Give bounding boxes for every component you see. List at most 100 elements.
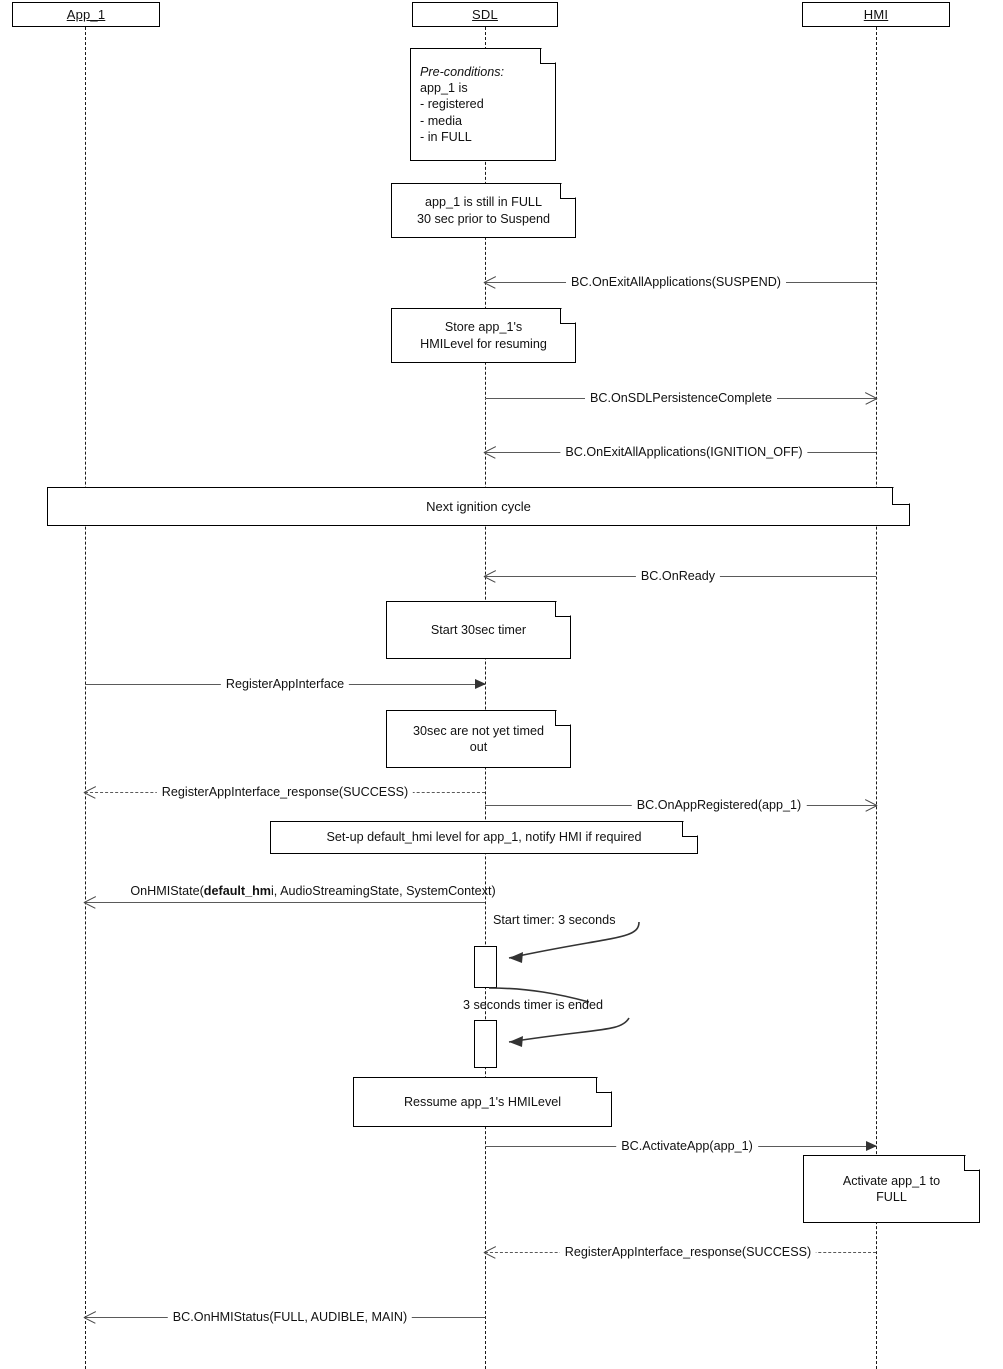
note-body bbox=[391, 183, 576, 238]
note-app1-still-full: app_1 is still in FULL 30 sec prior to S… bbox=[391, 183, 576, 238]
message-label: RegisterAppInterface_response(SUCCESS) bbox=[156, 785, 414, 799]
note-start-30sec-timer: Start 30sec timer bbox=[386, 601, 571, 659]
message-label: OnHMIState(default_hmi, AudioStreamingSt… bbox=[125, 884, 500, 898]
message-label: RegisterAppInterface_response(SUCCESS) bbox=[559, 1245, 817, 1259]
message-register-app-interface-response-hmi[interactable]: RegisterAppInterface_response(SUCCESS) bbox=[485, 1245, 876, 1259]
note-line: Set-up default_hmi level for app_1, noti… bbox=[326, 830, 642, 845]
lifeline-sdl bbox=[485, 27, 486, 1369]
fragment-next-ignition-cycle: Next ignition cycle bbox=[47, 487, 910, 526]
arrowhead-open-left-icon bbox=[84, 786, 97, 799]
lifeline-hmi bbox=[876, 27, 877, 1369]
message-label: BC.OnAppRegistered(app_1) bbox=[631, 798, 807, 812]
message-line bbox=[85, 902, 485, 903]
note-fold-corner-icon bbox=[560, 308, 576, 324]
note-fold-corner-icon bbox=[555, 601, 571, 617]
note-fold-corner-icon bbox=[540, 48, 556, 64]
message-on-exit-all-applications-suspend[interactable]: BC.OnExitAllApplications(SUSPEND) bbox=[485, 275, 876, 289]
message-register-app-interface-response-app1[interactable]: RegisterAppInterface_response(SUCCESS) bbox=[85, 785, 485, 799]
note-fold-corner-icon bbox=[560, 183, 576, 199]
arrowhead-open-left-icon bbox=[484, 1246, 497, 1259]
note-body bbox=[270, 821, 698, 854]
note-line: - in FULL bbox=[420, 130, 472, 145]
message-label: BC.ActivateApp(app_1) bbox=[616, 1139, 758, 1153]
note-fold-corner-icon bbox=[555, 710, 571, 726]
note-text: Store app_1's HMILevel for resuming bbox=[391, 308, 576, 363]
arrowhead-open-left-icon bbox=[484, 570, 497, 583]
fragment-body bbox=[47, 487, 910, 526]
note-text: Set-up default_hmi level for app_1, noti… bbox=[270, 821, 698, 854]
message-activate-app[interactable]: BC.ActivateApp(app_1) bbox=[485, 1139, 877, 1153]
note-fold-corner-icon bbox=[964, 1155, 980, 1171]
message-label: BC.OnHMIStatus(FULL, AUDIBLE, MAIN) bbox=[167, 1310, 413, 1324]
message-register-app-interface[interactable]: RegisterAppInterface bbox=[85, 677, 486, 691]
note-line: Pre-conditions: bbox=[420, 64, 504, 79]
message-label: RegisterAppInterface bbox=[220, 677, 350, 691]
note-text: Pre-conditions: app_1 is - registered - … bbox=[410, 48, 556, 161]
note-line: Ressume app_1's HMILevel bbox=[403, 1094, 562, 1109]
arrowhead-open-left-icon bbox=[84, 896, 97, 909]
lifeline-label-hmi: HMI bbox=[863, 7, 889, 22]
note-line: 30sec are not yet timed bbox=[413, 723, 544, 738]
message-label: BC.OnExitAllApplications(IGNITION_OFF) bbox=[560, 445, 808, 459]
note-line: Store app_1's bbox=[444, 320, 523, 335]
arrowhead-open-right-icon bbox=[864, 799, 877, 812]
note-text: 30sec are not yet timed out bbox=[386, 710, 571, 768]
arrowhead-open-left-icon bbox=[484, 446, 497, 459]
message-on-hmi-status[interactable]: BC.OnHMIStatus(FULL, AUDIBLE, MAIN) bbox=[85, 1310, 485, 1324]
arrowhead-solid-right-icon bbox=[475, 679, 486, 689]
arrowhead-open-left-icon bbox=[484, 276, 497, 289]
note-line: app_1 is still in FULL bbox=[425, 195, 542, 210]
fragment-fold-corner-icon bbox=[892, 487, 910, 505]
self-call-label-timer-ended: 3 seconds timer is ended bbox=[463, 998, 604, 1012]
self-call-arrow-timer-ended bbox=[508, 1017, 630, 1047]
note-line: HMILevel for resuming bbox=[420, 336, 547, 351]
lifeline-app1 bbox=[85, 27, 86, 1369]
note-line: - media bbox=[420, 113, 462, 128]
message-on-ready[interactable]: BC.OnReady bbox=[485, 569, 876, 583]
note-body bbox=[410, 48, 556, 161]
arrowhead-open-right-icon bbox=[864, 392, 877, 405]
note-line: Start 30sec timer bbox=[430, 622, 527, 637]
lifeline-header-hmi[interactable]: HMI bbox=[802, 2, 950, 27]
note-body bbox=[386, 710, 571, 768]
arrowhead-open-left-icon bbox=[84, 1311, 97, 1324]
note-body bbox=[353, 1077, 612, 1127]
message-on-hmi-state[interactable]: OnHMIState(default_hmi, AudioStreamingSt… bbox=[85, 884, 496, 903]
message-on-sdl-persistence-complete[interactable]: BC.OnSDLPersistenceComplete bbox=[485, 391, 876, 405]
message-on-exit-all-applications-ignition-off[interactable]: BC.OnExitAllApplications(IGNITION_OFF) bbox=[485, 445, 876, 459]
message-label-part: OnHMIState( bbox=[130, 884, 204, 898]
arrowhead-solid-right-icon bbox=[866, 1141, 877, 1151]
note-fold-corner-icon bbox=[596, 1077, 612, 1093]
message-label: BC.OnReady bbox=[635, 569, 721, 583]
self-call-arrow-start-timer bbox=[508, 921, 640, 963]
activation-bar-timer-ended bbox=[474, 1020, 497, 1068]
note-line: FULL bbox=[876, 1190, 907, 1204]
lifeline-label-app1: App_1 bbox=[66, 7, 106, 22]
lifeline-label-sdl: SDL bbox=[472, 7, 498, 22]
note-text: Ressume app_1's HMILevel bbox=[353, 1077, 612, 1127]
note-30sec-not-timed-out: 30sec are not yet timed out bbox=[386, 710, 571, 768]
message-label-part: i, AudioStreamingState, SystemContext) bbox=[270, 884, 496, 898]
note-line: 30 sec prior to Suspend bbox=[416, 211, 550, 226]
note-text: app_1 is still in FULL 30 sec prior to S… bbox=[391, 183, 576, 238]
activation-bar-timer-3s bbox=[474, 946, 497, 988]
note-body bbox=[803, 1155, 980, 1223]
lifeline-header-app1[interactable]: App_1 bbox=[12, 2, 160, 27]
message-on-app-registered[interactable]: BC.OnAppRegistered(app_1) bbox=[485, 798, 876, 812]
note-body bbox=[386, 601, 571, 659]
note-line: out bbox=[469, 740, 488, 754]
note-store-hmilevel: Store app_1's HMILevel for resuming bbox=[391, 308, 576, 363]
note-line: Activate app_1 to bbox=[842, 1173, 941, 1188]
self-call-return-arrow-timer-start bbox=[488, 987, 590, 1003]
self-call-label-start-timer: Start timer: 3 seconds bbox=[493, 913, 616, 927]
note-preconditions: Pre-conditions: app_1 is - registered - … bbox=[410, 48, 556, 161]
note-setup-default-hmi: Set-up default_hmi level for app_1, noti… bbox=[270, 821, 698, 854]
note-activate-app1-to-full: Activate app_1 to FULL bbox=[803, 1155, 980, 1223]
lifeline-header-sdl[interactable]: SDL bbox=[412, 2, 558, 27]
note-fold-corner-icon bbox=[682, 821, 698, 837]
message-label: BC.OnExitAllApplications(SUSPEND) bbox=[566, 275, 786, 289]
note-resume-hmilevel: Ressume app_1's HMILevel bbox=[353, 1077, 612, 1127]
message-label-emphasis: default_hm bbox=[203, 884, 271, 898]
message-label: BC.OnSDLPersistenceComplete bbox=[585, 391, 777, 405]
